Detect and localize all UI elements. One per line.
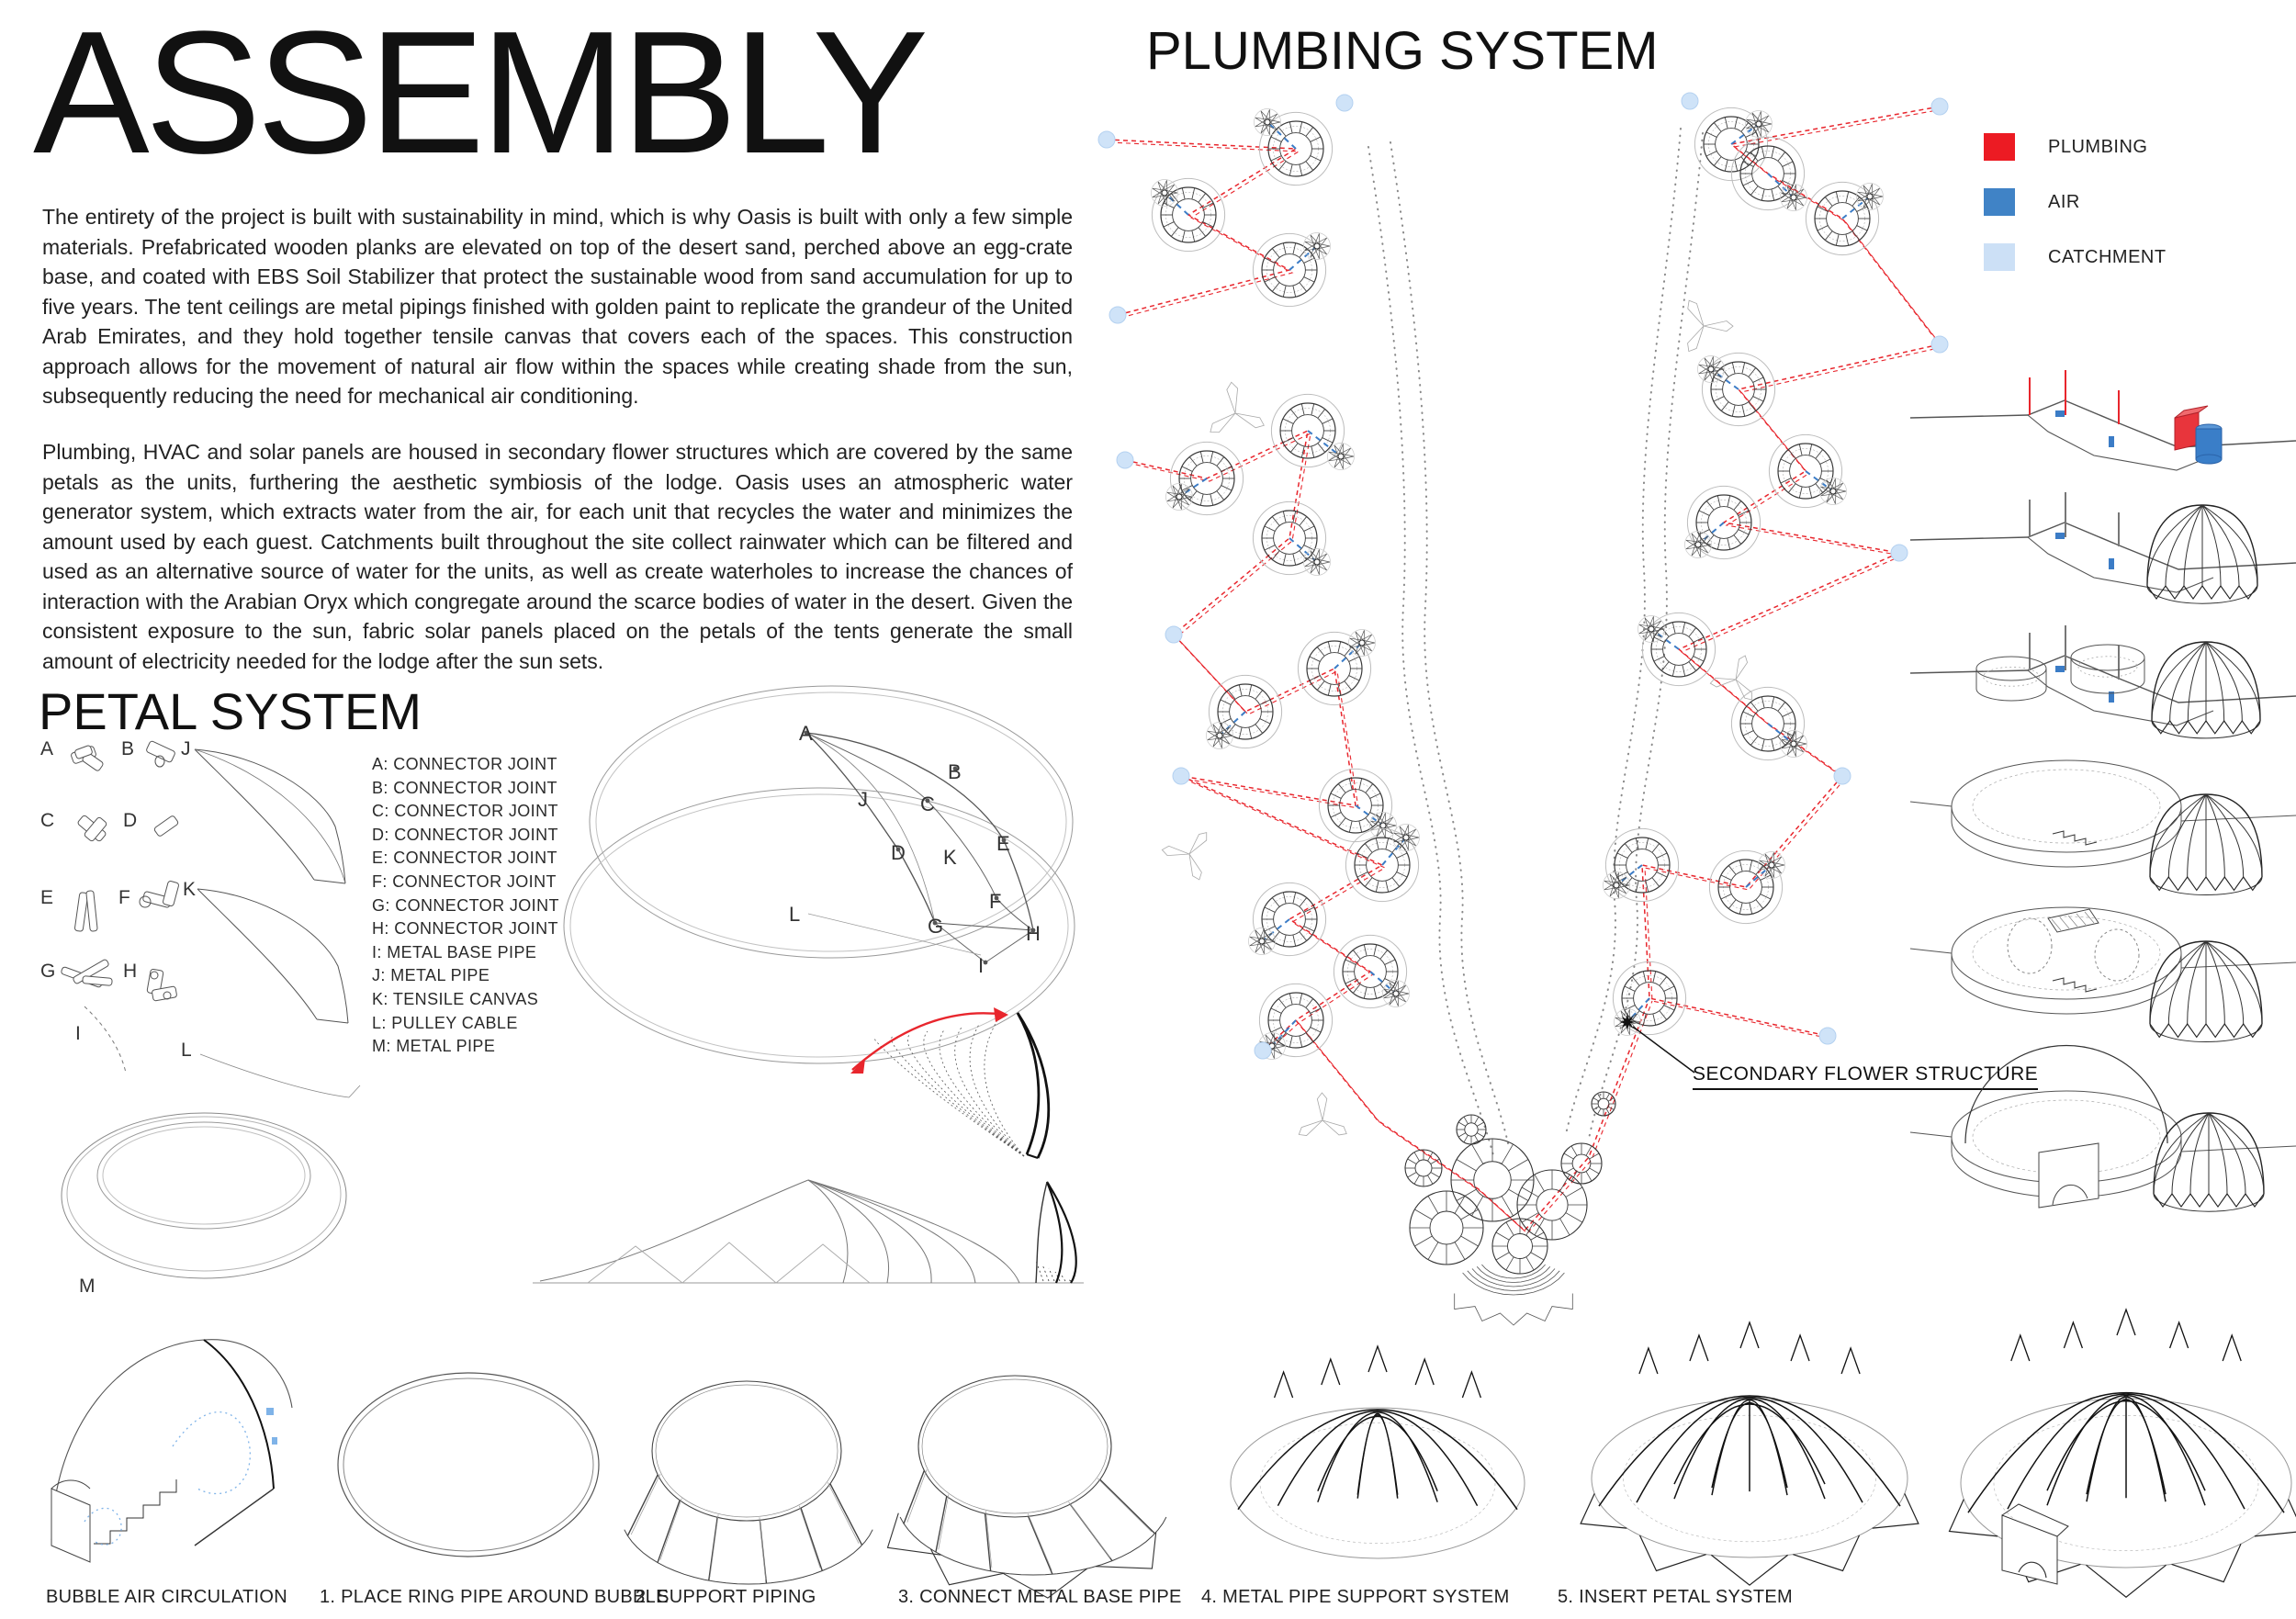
part-letter: K: [183, 879, 197, 900]
joint-letter: B: [948, 760, 962, 783]
step-caption: 3. CONNECT METAL BASE PIPE: [898, 1587, 1182, 1607]
joint-letter: C: [920, 793, 936, 815]
joint-letter: I: [978, 954, 985, 977]
part-row: J: METAL PIPE: [372, 966, 490, 985]
joint-letter: H: [1026, 922, 1041, 945]
part-letter: G: [40, 961, 57, 982]
joint-letter: J: [858, 788, 869, 811]
legend-label: CATCHMENT: [2048, 246, 2167, 267]
part-letter: A: [40, 738, 55, 759]
ring-pipe-drawing: [337, 1372, 600, 1557]
legend-label: AIR: [2048, 191, 2080, 212]
pipe-support-system-drawing: [1230, 1344, 1525, 1559]
catchment-color-swatch: [1984, 243, 2015, 271]
petal-parts-list: A: CONNECTOR JOINT B: CONNECTOR JOINT C:…: [372, 753, 559, 1059]
metal-base-pipe-drawing: [886, 1375, 1167, 1599]
part-letter: F: [118, 887, 131, 908]
joint-letter: G: [928, 915, 945, 938]
part-row: F: CONNECTOR JOINT: [372, 871, 557, 891]
part-letter: E: [40, 887, 55, 908]
final-flower-drawing: [1948, 1308, 2296, 1598]
part-row: H: CONNECTOR JOINT: [372, 919, 558, 939]
intro-paragraph-1: The entirety of the project is built wit…: [42, 205, 1073, 408]
joint-letter: D: [891, 841, 906, 864]
page-title: ASSEMBLY: [33, 0, 929, 190]
part-letter: D: [123, 810, 139, 831]
legend-label: PLUMBING: [2048, 136, 2148, 157]
part-letter: J: [181, 738, 192, 759]
part-row: L: PULLEY CABLE: [372, 1013, 518, 1032]
part-letter: I: [75, 1023, 82, 1044]
step-caption: 2. SUPPORT PIPING: [636, 1587, 816, 1607]
plumbing-site-plan: [1097, 92, 1949, 1326]
unit-services-sequence-drawing: [1909, 370, 2296, 1212]
step-caption: 1. PLACE RING PIPE AROUND BUBBLE: [320, 1587, 669, 1607]
petal-assembly-diagram: [563, 685, 1075, 1064]
joint-letter: L: [789, 903, 802, 926]
legend-air: AIR: [1984, 188, 2080, 216]
part-letter: B: [121, 738, 136, 759]
petal-rotation-diagram: [850, 1007, 1051, 1159]
tent-elevation-drawing: [533, 1179, 1084, 1284]
part-letter: L: [181, 1040, 193, 1061]
insert-petal-system-drawing: [1580, 1321, 1919, 1586]
part-row: A: CONNECTOR JOINT: [372, 755, 557, 773]
plumbing-system-heading: PLUMBING SYSTEM: [1146, 21, 1659, 81]
part-row: G: CONNECTOR JOINT: [372, 895, 559, 915]
part-row: D: CONNECTOR JOINT: [372, 825, 558, 844]
legend-catchment: CATCHMENT: [1984, 243, 2167, 271]
joint-letter: A: [799, 722, 814, 745]
secondary-flower-structure-label: SECONDARY FLOWER STRUCTURE: [1693, 1063, 2039, 1090]
step-caption: BUBBLE AIR CIRCULATION: [46, 1587, 287, 1607]
part-row: K: TENSILE CANVAS: [372, 989, 539, 1008]
step-caption: 4. METAL PIPE SUPPORT SYSTEM: [1201, 1587, 1510, 1607]
petal-components-drawing: [61, 740, 361, 1279]
part-letter: M: [79, 1276, 96, 1297]
air-color-swatch: [1984, 188, 2015, 216]
part-row: B: CONNECTOR JOINT: [372, 778, 557, 797]
bubble-air-circulation-drawing: [51, 1339, 293, 1563]
joint-letter: K: [943, 846, 958, 869]
joint-letter: F: [989, 890, 1003, 913]
intro-paragraph-2: Plumbing, HVAC and solar panels are hous…: [42, 440, 1073, 673]
legend-plumbing: PLUMBING: [1984, 133, 2147, 161]
joint-letter: E: [996, 832, 1011, 855]
part-row: E: CONNECTOR JOINT: [372, 849, 557, 868]
part-row: M: METAL PIPE: [372, 1037, 496, 1056]
part-row: C: CONNECTOR JOINT: [372, 802, 558, 821]
plumbing-color-swatch: [1984, 133, 2015, 161]
step-caption: 5. INSERT PETAL SYSTEM: [1558, 1587, 1793, 1607]
part-letter: H: [123, 961, 139, 982]
part-row: I: METAL BASE PIPE: [372, 942, 537, 961]
support-piping-drawing: [624, 1380, 873, 1585]
part-letter: C: [40, 810, 56, 831]
petal-system-heading: PETAL SYSTEM: [39, 682, 422, 740]
